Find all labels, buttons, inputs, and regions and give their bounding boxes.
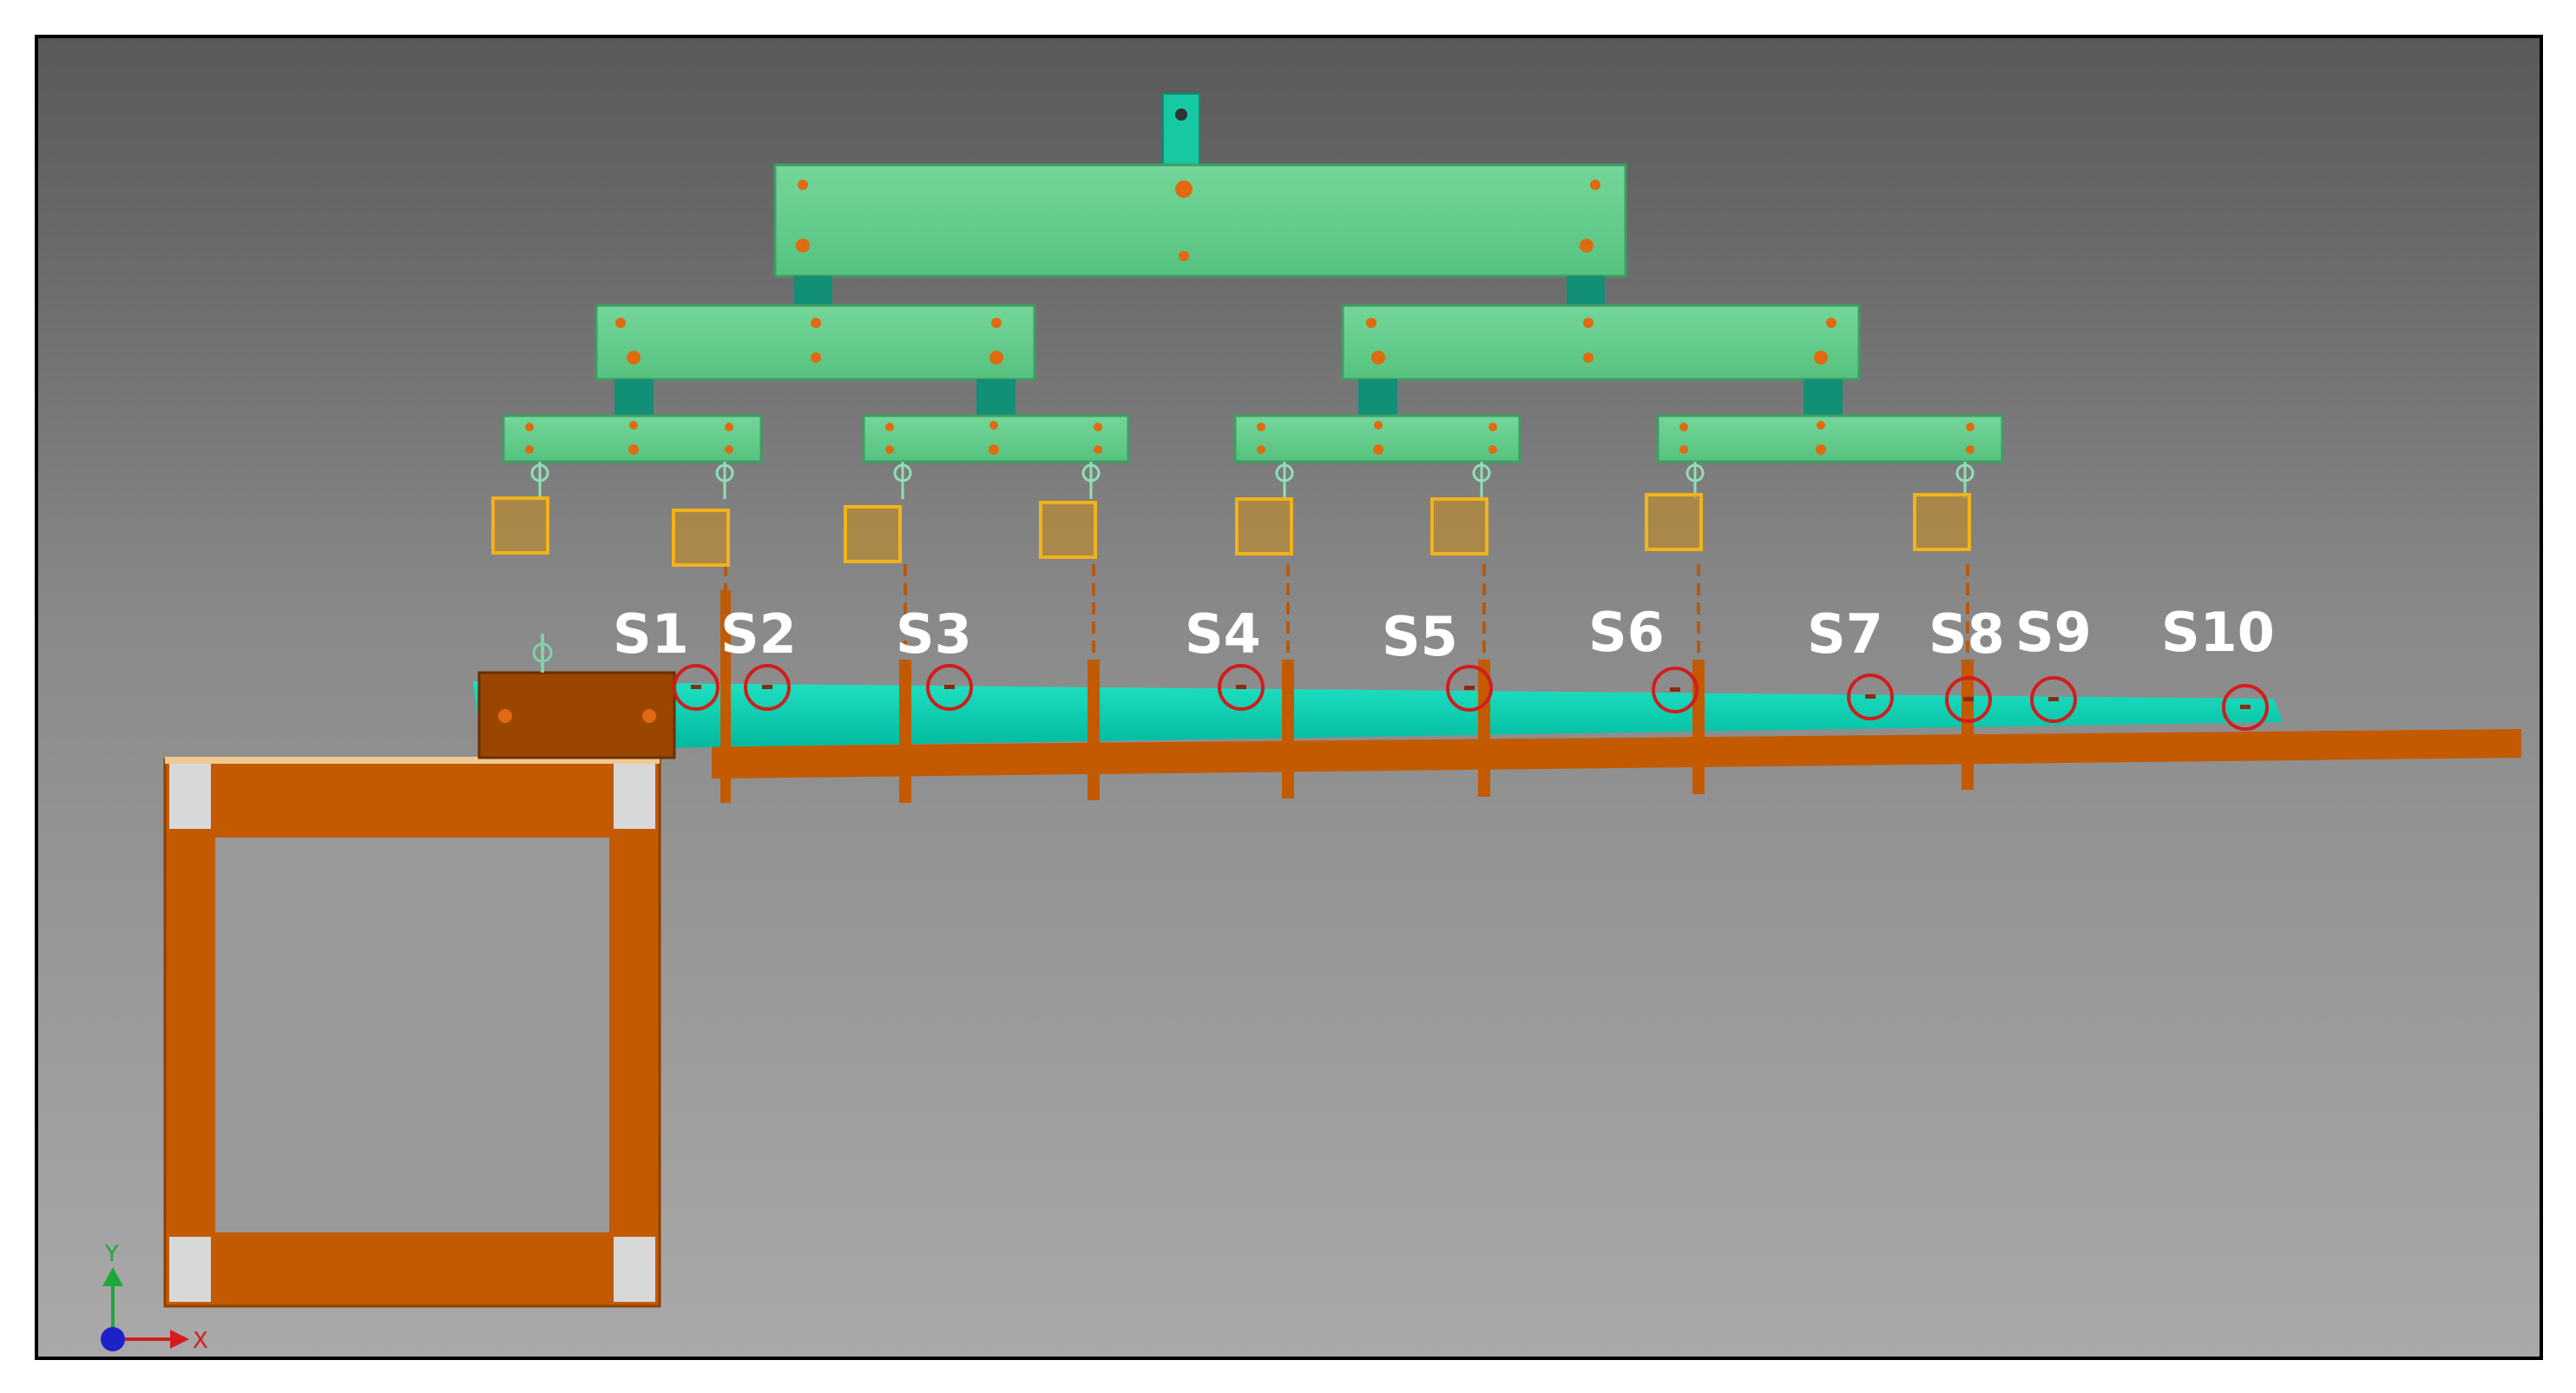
sensor-ring-s10 xyxy=(2222,684,2269,731)
sensor-ring-s3 xyxy=(926,664,973,711)
sensor-label-s2: S2 xyxy=(720,602,797,666)
sensor-label-s4: S4 xyxy=(1185,602,1261,666)
x-axis-label: X xyxy=(193,1328,208,1354)
sensor-ring-s7 xyxy=(1847,674,1894,720)
sensor-label-s5: S5 xyxy=(1382,605,1458,668)
specimen-beam xyxy=(473,681,2283,751)
sensor-ring-s8 xyxy=(1945,676,1992,723)
sensor-ring-s5 xyxy=(1446,665,1493,712)
axis-origin xyxy=(101,1327,125,1351)
base-rail xyxy=(712,729,2521,779)
sensor-label-s10: S10 xyxy=(2161,601,2275,664)
sensor-labels: S1 S2 S3 S4 S5 S6 S7 S8 S9 S10 xyxy=(613,601,2275,668)
clamp-block xyxy=(477,634,676,759)
sensor-label-s7: S7 xyxy=(1807,602,1883,666)
x-axis-arrow xyxy=(170,1330,189,1349)
load-pads xyxy=(491,493,1971,567)
sensor-label-s6: S6 xyxy=(1588,601,1665,664)
y-axis-arrow xyxy=(102,1267,123,1286)
y-axis-label: Y xyxy=(104,1241,119,1267)
sensor-label-s8: S8 xyxy=(1929,602,2005,666)
sensor-rings xyxy=(673,664,2269,731)
sensor-label-s1: S1 xyxy=(613,602,689,666)
axis-triad: Y X xyxy=(101,1241,208,1354)
sensor-ring-s1 xyxy=(673,664,720,711)
sensor-ring-s2 xyxy=(744,664,791,711)
sensor-ring-s4 xyxy=(1218,664,1265,711)
sensor-label-s3: S3 xyxy=(896,602,972,666)
sensor-ring-s6 xyxy=(1652,667,1699,713)
whiffletree xyxy=(502,93,2004,499)
sensor-ring-s9 xyxy=(2030,676,2077,723)
sensor-label-s9: S9 xyxy=(2015,601,2092,664)
load-rods xyxy=(724,564,1969,668)
support-frame xyxy=(163,757,661,1308)
